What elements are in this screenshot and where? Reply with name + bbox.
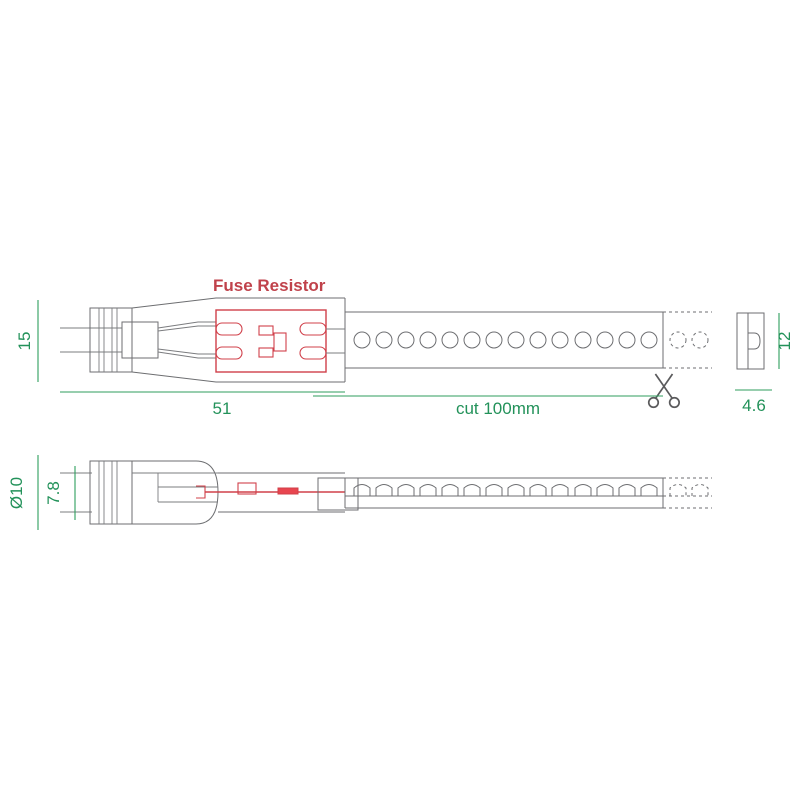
cable-wires-left (60, 327, 122, 353)
cross-section-view: 12 4.6 (735, 312, 794, 415)
scissors-icon (647, 373, 681, 409)
page-title: Fuse Resistor (213, 276, 326, 295)
led-row-top (353, 331, 658, 349)
strain-relief-outline (131, 297, 345, 383)
cable-connector (89, 307, 159, 373)
dimension-15-label: 15 (15, 332, 34, 351)
dimension-46-label: 4.6 (742, 396, 766, 415)
led-row-side (353, 484, 658, 496)
fanout-wires (157, 321, 216, 359)
pad-connector-stubs (326, 328, 345, 354)
side-view-dimensions: Ø10 7.8 (7, 455, 76, 530)
top-view-dimensions: 15 51 cut 100mm (15, 300, 663, 418)
fuse-resistor-detail (215, 309, 327, 373)
strip-continuation-top (663, 311, 712, 369)
top-view-group (60, 297, 712, 409)
dimension-12-label: 12 (775, 332, 794, 351)
dimension-51-label: 51 (213, 399, 232, 418)
side-view-group (60, 460, 712, 525)
pcb-outline-top (344, 298, 664, 382)
dimension-78-label: 7.8 (44, 481, 63, 505)
dimension-cut-label: cut 100mm (456, 399, 540, 418)
dimension-diameter-label: Ø10 (7, 477, 26, 509)
strip-continuation-side (663, 477, 712, 509)
